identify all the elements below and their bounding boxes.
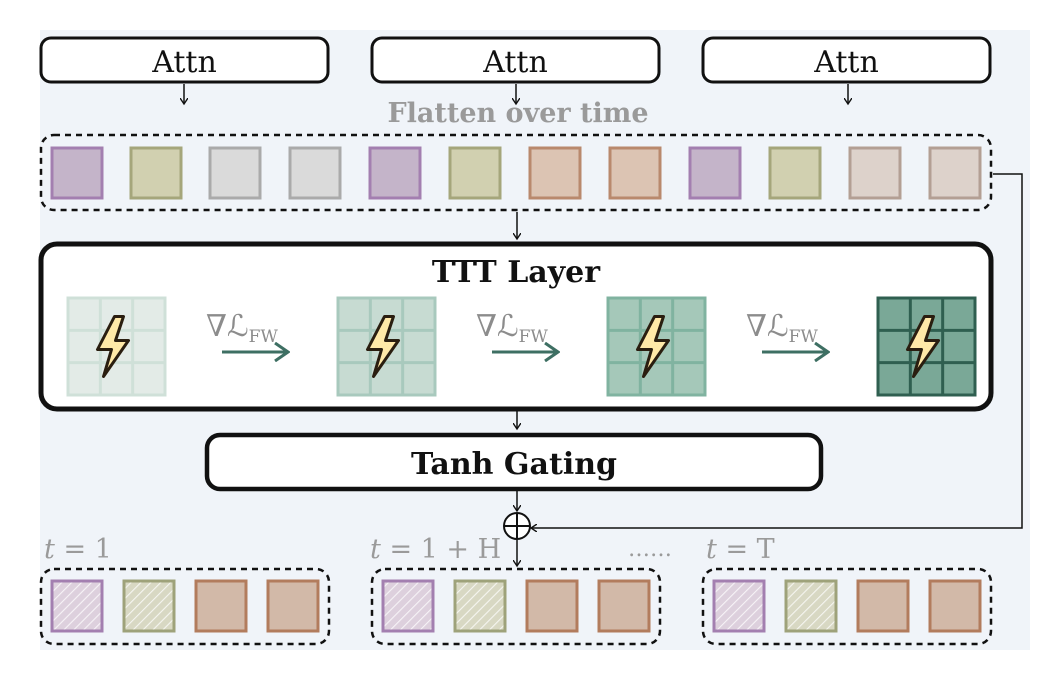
ttt-layer-title: TTT Layer — [432, 255, 601, 290]
weight-grid-2 — [336, 296, 437, 397]
token-9 — [688, 146, 742, 200]
time-label-3: t = T — [706, 534, 775, 565]
token-12 — [928, 146, 982, 200]
token-1 — [50, 146, 104, 200]
token-7 — [528, 146, 582, 200]
gradient-symbol: ∇ℒ — [476, 309, 519, 344]
attn-box-3: Attn — [701, 36, 992, 84]
lightning-bolt-icon — [636, 315, 670, 378]
output-token-hatch — [715, 582, 763, 630]
tanh-gating-box — [204, 432, 824, 492]
gradient-subscript: FW — [519, 327, 549, 347]
lightning-bolt-icon — [366, 315, 400, 378]
ellipsis: …… — [628, 537, 672, 562]
lightning-bolt-icon — [906, 315, 940, 378]
attn-box-1: Attn — [39, 36, 330, 84]
weight-grid-1 — [66, 296, 167, 397]
token-strip — [50, 146, 982, 200]
weight-grid-3 — [606, 296, 707, 397]
token-11 — [848, 146, 902, 200]
lightning-bolt-icon — [96, 315, 130, 378]
output-group-3 — [701, 567, 993, 646]
ttt-weight-grids — [66, 296, 977, 397]
gradient-symbol: ∇ℒ — [206, 309, 249, 344]
attn-label-2: Attn — [482, 45, 548, 80]
token-6 — [448, 146, 502, 200]
output-token-4 — [928, 579, 982, 633]
attn-row: Attn Attn Attn — [39, 36, 992, 84]
ttt-gradient-arrows: ∇ℒFW∇ℒFW∇ℒFW — [206, 309, 828, 352]
time-label-3-rest: = T — [717, 534, 775, 565]
weight-grid-4 — [876, 296, 977, 397]
attn-arrows — [184, 84, 848, 103]
output-groups — [39, 567, 993, 646]
gradient-subscript: FW — [789, 327, 819, 347]
token-8 — [608, 146, 662, 200]
time-label-1-rest: = 1 — [55, 534, 112, 565]
token-4 — [288, 146, 342, 200]
output-token-hatch — [53, 582, 101, 630]
output-token-hatch — [787, 582, 835, 630]
time-label-2-rest: = 1 + H — [381, 534, 501, 565]
time-label-2: t = 1 + H — [370, 534, 501, 565]
gradient-step-3: ∇ℒFW — [746, 309, 828, 352]
residual-connection — [532, 173, 1023, 528]
gradient-step-2: ∇ℒFW — [476, 309, 558, 352]
flatten-label: Flatten over time — [387, 98, 648, 129]
token-5 — [368, 146, 422, 200]
ttt-layer-box — [38, 241, 994, 412]
tanh-gating-label: Tanh Gating — [411, 447, 617, 482]
output-token-hatch — [456, 582, 504, 630]
token-2 — [129, 146, 183, 200]
output-token-4 — [597, 579, 651, 633]
gradient-label-2: ∇ℒFW — [476, 309, 548, 347]
output-token-3 — [525, 579, 579, 633]
circled-plus-icon — [503, 512, 531, 540]
token-10 — [768, 146, 822, 200]
gradient-subscript: FW — [249, 327, 279, 347]
token-3 — [208, 146, 262, 200]
attn-label-1: Attn — [151, 45, 217, 80]
attn-box-2: Attn — [370, 36, 661, 84]
output-group-1 — [39, 567, 331, 646]
output-group-2 — [370, 567, 662, 646]
gradient-label-1: ∇ℒFW — [206, 309, 278, 347]
output-token-4 — [266, 579, 320, 633]
output-token-hatch — [125, 582, 173, 630]
time-label-2-var: t — [370, 534, 381, 565]
output-token-3 — [194, 579, 248, 633]
time-label-1: t = 1 — [44, 534, 112, 565]
time-label-3-var: t — [706, 534, 717, 565]
output-token-3 — [856, 579, 910, 633]
gradient-label-3: ∇ℒFW — [746, 309, 818, 347]
token-strip-frame — [39, 133, 993, 212]
attn-label-3: Attn — [813, 45, 879, 80]
time-label-1-var: t — [44, 534, 55, 565]
gradient-symbol: ∇ℒ — [746, 309, 789, 344]
gradient-step-1: ∇ℒFW — [206, 309, 288, 352]
output-token-hatch — [384, 582, 432, 630]
